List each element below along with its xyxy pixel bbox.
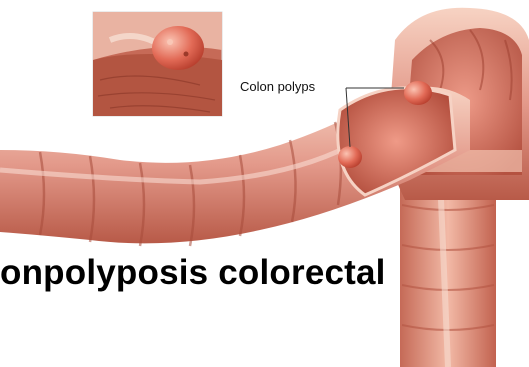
caption-text: onpolyposis colorectal	[0, 253, 386, 293]
colon-endoscopic-photo	[93, 12, 222, 116]
polyp-inside	[404, 81, 432, 105]
transverse-colon	[0, 87, 470, 246]
polyp-lower	[338, 146, 362, 168]
callout-label-colon-polyps: Colon polyps	[240, 79, 315, 94]
